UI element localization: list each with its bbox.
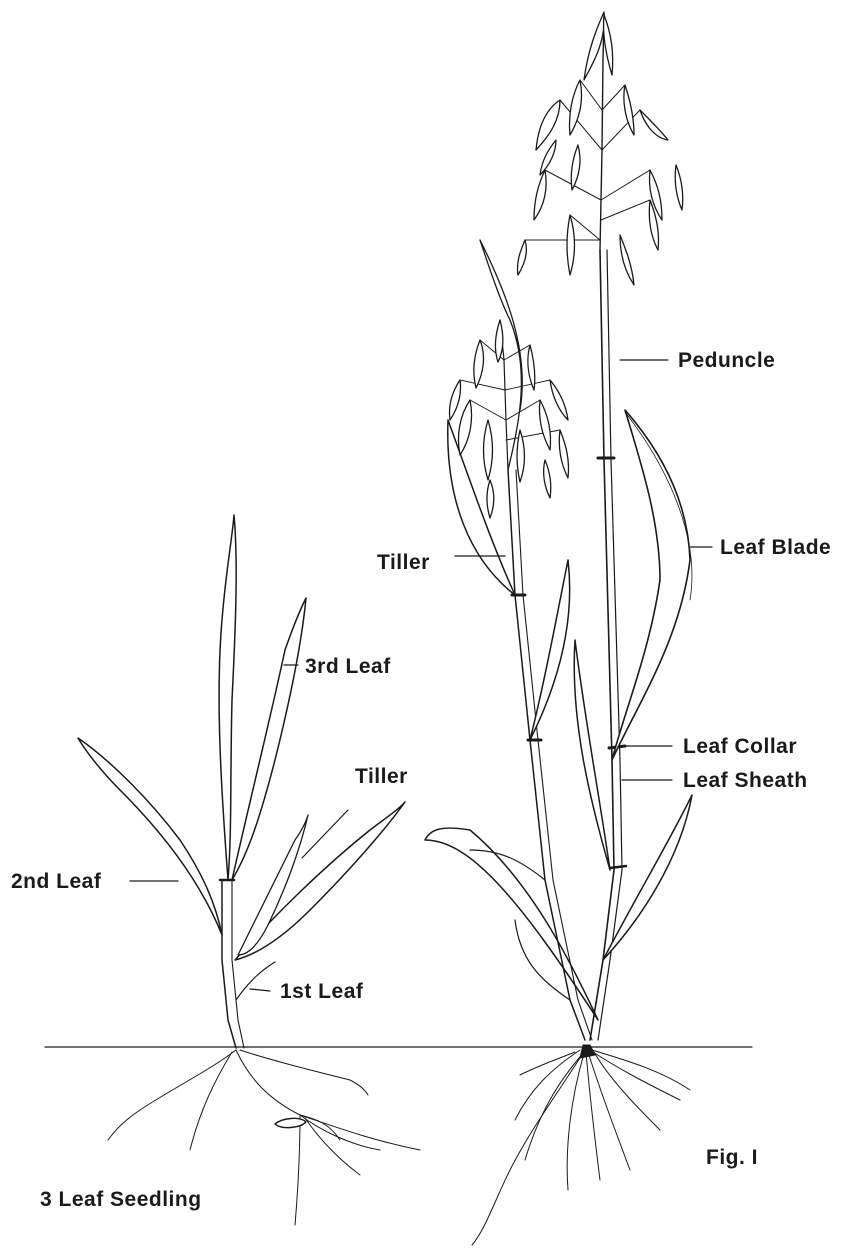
peduncle-label: Peduncle [678, 350, 775, 371]
mature-plant [425, 12, 692, 1245]
tiller-seedling-leader [302, 810, 348, 858]
main-panicle-rachis [600, 15, 604, 250]
leaf-sheath-label: Leaf Sheath [683, 770, 808, 791]
third-leaf-label: 3rd Leaf [305, 656, 391, 677]
tiller-mature-label: Tiller [377, 552, 430, 573]
leaf-blade [612, 410, 690, 760]
second-leaf [78, 738, 222, 935]
mature-roots [472, 1045, 690, 1245]
figure-caption: Fig. I [706, 1147, 758, 1168]
third-leaf [219, 515, 236, 880]
second-leaf-label: 2nd Leaf [11, 871, 101, 892]
seedling-stem [222, 880, 236, 1048]
first-leaf [236, 962, 275, 1000]
first-leaf-leader [250, 989, 270, 991]
tiller-seedling-label: Tiller [355, 766, 408, 787]
leaf-blade-label: Leaf Blade [720, 537, 831, 558]
leaf-collar-label: Leaf Collar [683, 736, 797, 757]
seedling-plant [78, 515, 420, 1225]
seedling-caption: 3 Leaf Seedling [40, 1189, 202, 1210]
first-leaf-label: 1st Leaf [280, 981, 363, 1002]
main-stem [590, 250, 614, 1040]
tiller-stem [508, 470, 585, 1040]
leader-lines [130, 360, 712, 991]
